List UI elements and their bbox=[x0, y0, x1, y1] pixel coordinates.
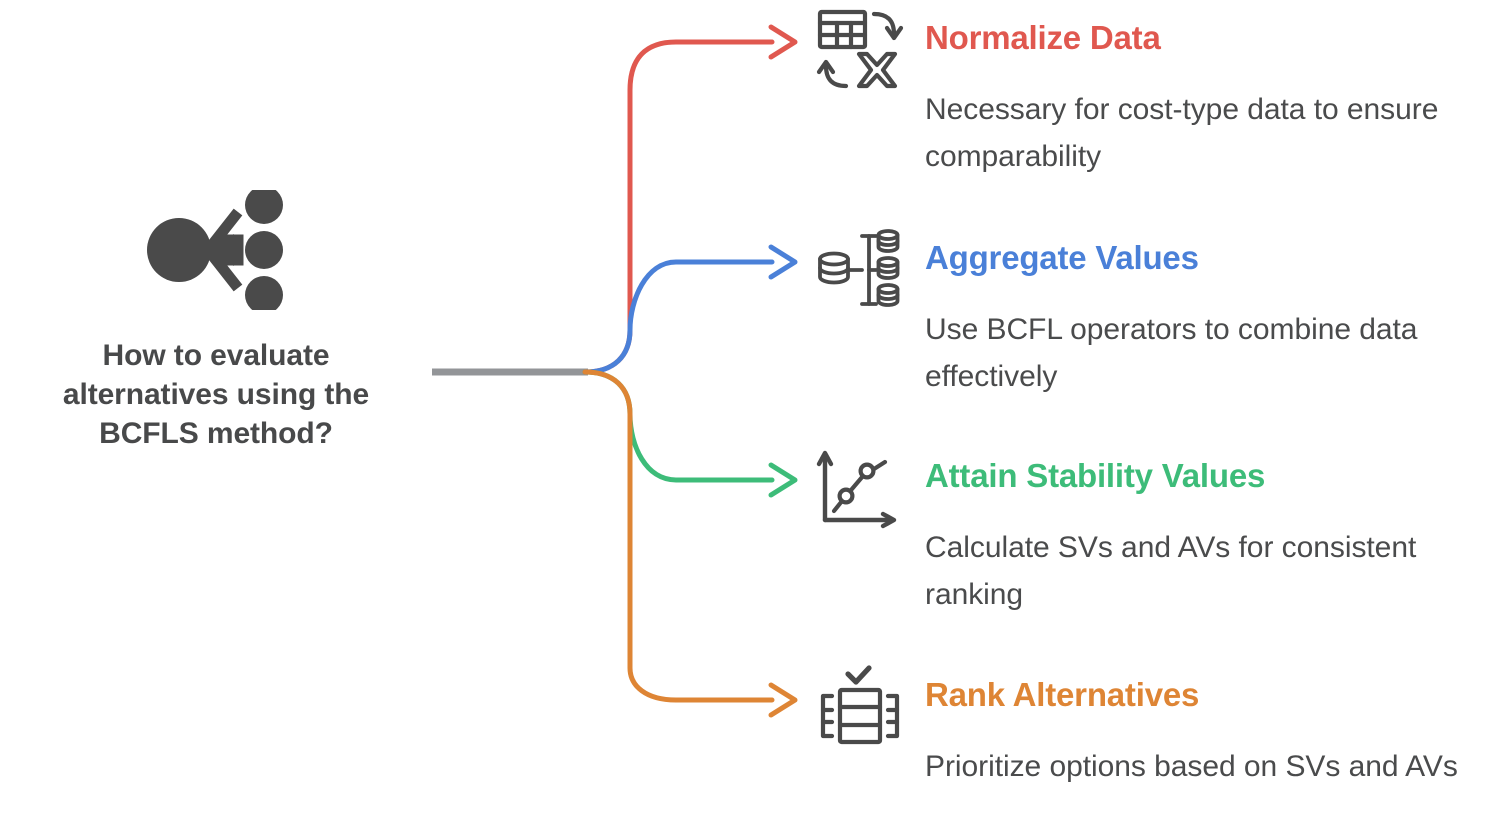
line-chart-points-icon bbox=[815, 446, 905, 530]
connector-stability-arrow bbox=[768, 462, 798, 498]
root-node: How to evaluate alternatives using the B… bbox=[0, 186, 432, 453]
branch-title: Attain Stability Values bbox=[925, 457, 1266, 494]
connector-rank-arrow bbox=[768, 682, 798, 718]
merge-nodes-icon bbox=[146, 186, 286, 314]
branch-title: Normalize Data bbox=[925, 19, 1161, 56]
connector-normalize bbox=[582, 39, 775, 375]
connector-aggregate bbox=[582, 259, 775, 375]
connector-stability bbox=[582, 369, 775, 483]
branch-description: Calculate SVs and AVs for consistent ran… bbox=[925, 531, 1417, 612]
connector-rank bbox=[582, 369, 775, 703]
branch-description: Prioritize options based on SVs and AVs bbox=[925, 750, 1458, 783]
connector-aggregate-arrow bbox=[768, 244, 798, 280]
branch-title: Rank Alternatives bbox=[925, 676, 1200, 713]
database-aggregate-icon bbox=[815, 228, 905, 312]
branch-title: Aggregate Values bbox=[925, 239, 1199, 276]
table-transform-icon bbox=[815, 8, 905, 92]
root-label: How to evaluate alternatives using the B… bbox=[62, 339, 370, 450]
branch-description: Use BCFL operators to combine data effec… bbox=[925, 313, 1418, 394]
branch-description: Necessary for cost-type data to ensure c… bbox=[925, 93, 1439, 174]
connector-normalize-arrow bbox=[768, 24, 798, 60]
ranked-cards-check-icon bbox=[815, 665, 905, 749]
